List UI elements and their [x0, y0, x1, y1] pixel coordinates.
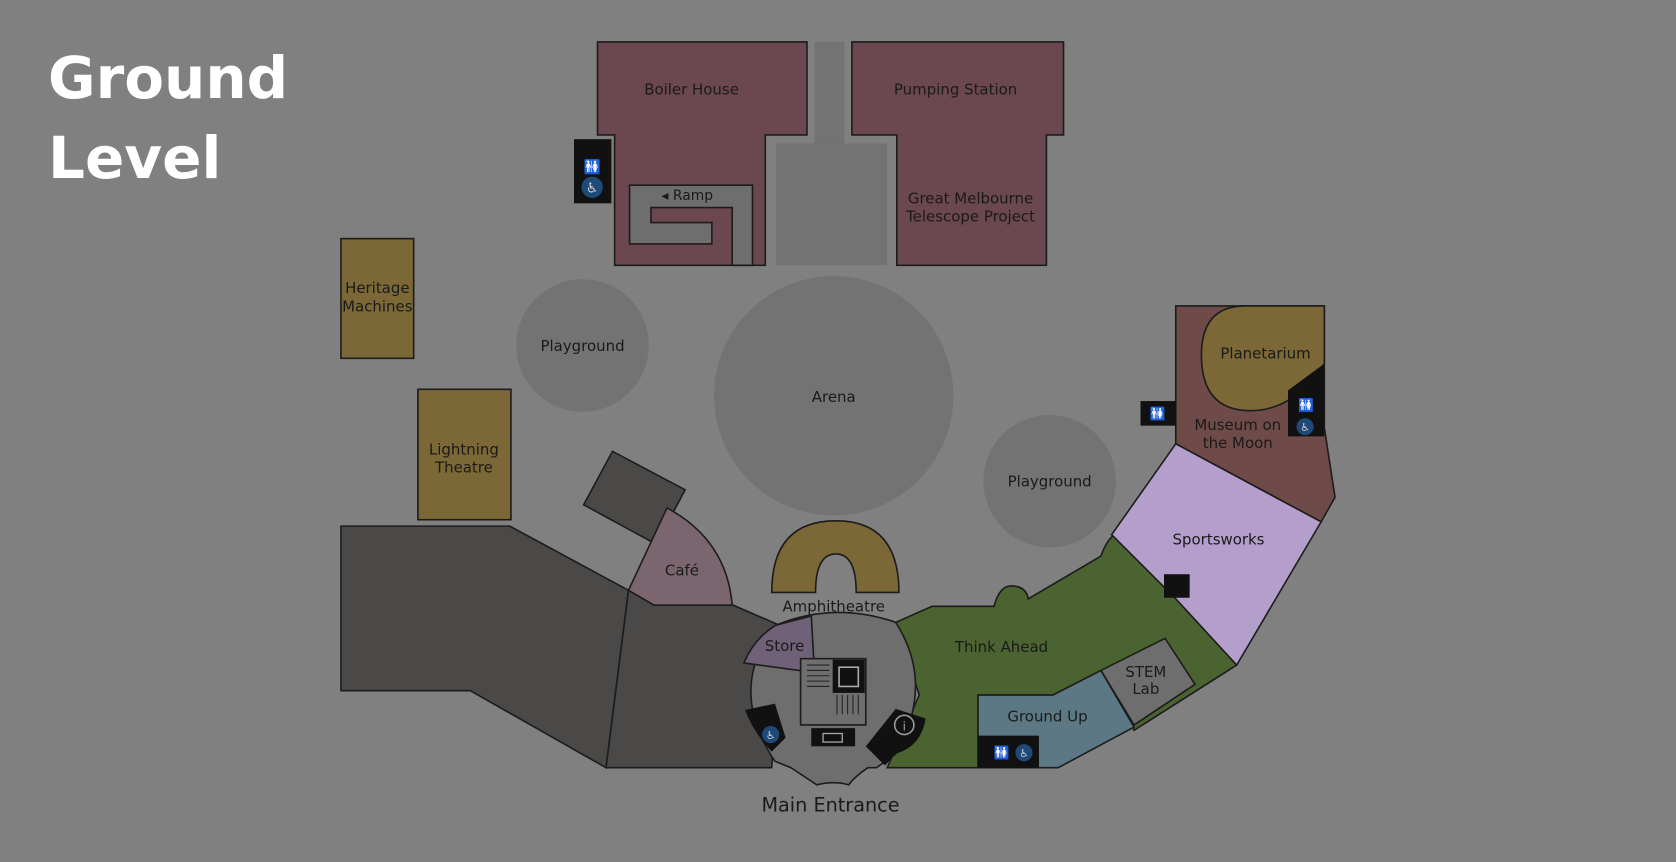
title-line-2: Level [48, 124, 222, 192]
stem-label-2: Lab [1132, 680, 1159, 698]
info-desk[interactable]: i [865, 708, 926, 766]
moon-label-2: the Moon [1203, 434, 1273, 452]
svg-text:i: i [902, 719, 906, 734]
telescope-label-2: Telescope Project [905, 208, 1035, 226]
heritage-machines[interactable]: Heritage Machines [340, 237, 415, 360]
ticket-desk[interactable] [811, 728, 856, 747]
pumping-station-label: Pumping Station [894, 80, 1017, 98]
sportsworks-label: Sportsworks [1173, 530, 1265, 548]
page-title: Ground Level [48, 38, 288, 198]
lightning-label-2: Theatre [434, 459, 493, 477]
accessible-icon [762, 726, 780, 744]
parents-room: ♿ [745, 703, 786, 752]
sports-icon [1164, 574, 1190, 598]
svg-text:♿: ♿ [766, 729, 776, 742]
svg-text:🚻: 🚻 [1298, 398, 1314, 414]
toilets-boiler-house: 🚻 ♿ [573, 139, 612, 204]
pumping-station[interactable]: Pumping Station Great Melbourne Telescop… [851, 41, 1065, 267]
moon-label-1: Museum on [1194, 416, 1281, 434]
lifts-stairs[interactable] [799, 657, 867, 726]
playground-left-label: Playground [540, 337, 624, 355]
lightning-label-1: Lightning [429, 441, 499, 459]
ground-up-label: Ground Up [1007, 708, 1087, 726]
arena-label: Arena [812, 388, 856, 406]
boiler-house-label: Boiler House [644, 80, 739, 98]
heritage-label-1: Heritage [345, 279, 409, 297]
svg-text:🚻: 🚻 [994, 745, 1010, 761]
amphitheatre-label: Amphitheatre [782, 598, 885, 616]
cafe[interactable]: Café [627, 506, 734, 607]
svg-text:♿: ♿ [586, 181, 598, 197]
stem-lab[interactable]: STEM Lab [1099, 637, 1197, 727]
playground-right-label: Playground [1008, 473, 1092, 491]
arena[interactable]: Arena [714, 276, 954, 516]
amphitheatre[interactable]: Amphitheatre [770, 519, 900, 616]
sportsworks[interactable]: Sportsworks [1110, 442, 1323, 667]
walkway [814, 41, 845, 149]
store-label: Store [765, 637, 805, 655]
ramp-label: ◂ Ramp [662, 188, 714, 204]
svg-text:♿: ♿ [1019, 747, 1029, 760]
accessible-icon [581, 176, 603, 198]
heritage-label-2: Machines [342, 297, 413, 315]
main-entrance-label: Main Entrance [761, 794, 899, 817]
svg-text:🚻: 🚻 [1150, 406, 1166, 422]
telescope-label-1: Great Melbourne [908, 189, 1033, 207]
info-icon [893, 714, 915, 736]
playground-right[interactable]: Playground [983, 414, 1116, 548]
playground-left[interactable]: Playground [516, 279, 649, 412]
toilets-ground-up: 🚻 ♿ [978, 735, 1039, 768]
cafe-label: Café [665, 561, 699, 579]
ramp[interactable]: ◂ Ramp [628, 184, 754, 267]
think-ahead-label: Think Ahead [954, 638, 1048, 656]
toilet-icon: 🚻 [584, 158, 601, 175]
stem-label-1: STEM [1125, 663, 1166, 681]
lift-icon [832, 659, 865, 693]
lightning-theatre[interactable]: Lightning Theatre [417, 388, 512, 521]
svg-text:♿: ♿ [1300, 421, 1310, 434]
courtyard [776, 143, 888, 266]
title-line-1: Ground [48, 44, 289, 112]
toilets-museum: 🚻 🚻 ♿ [1140, 363, 1325, 437]
closed-area-west [340, 525, 630, 769]
planetarium-label: Planetarium [1220, 344, 1310, 362]
ticket-icon [822, 732, 843, 743]
